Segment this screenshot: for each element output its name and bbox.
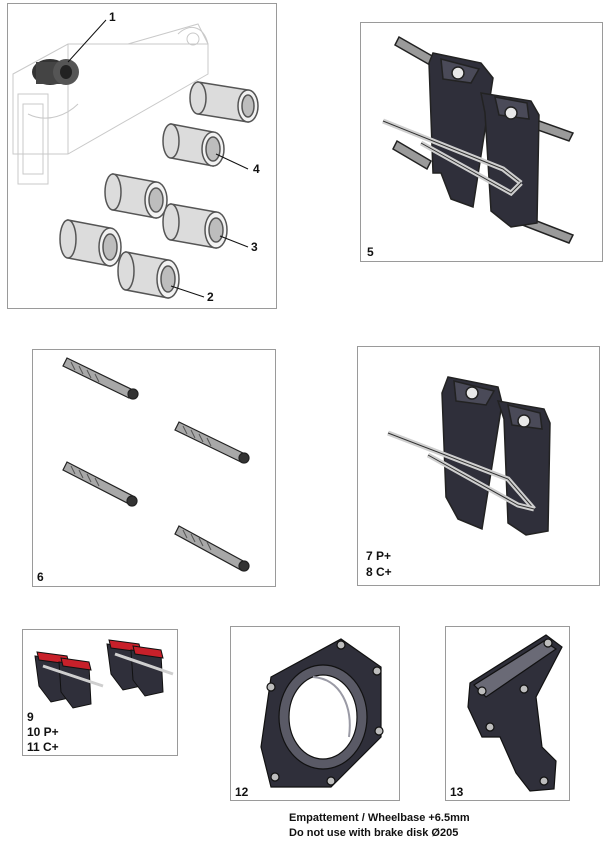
carrier-ring-illustration	[260, 638, 384, 788]
panel-7-label-line-2: 8 C+	[366, 565, 392, 579]
footnote-disk-warning: Do not use with brake disk Ø205	[289, 827, 459, 839]
panel-carrier-12: 12	[230, 626, 400, 801]
pins-illustration	[62, 357, 250, 572]
panel-7-label-line-1: 7 P+	[366, 549, 392, 563]
panel-13-label: 13	[450, 785, 464, 799]
pads-clip-illustration	[387, 376, 551, 536]
panel-red-pads-9-11: 9 10 P+ 11 C+	[22, 629, 178, 756]
pad-assembly-illustration	[382, 35, 575, 244]
bracket-illustration	[467, 634, 563, 792]
panel-pins-6: 6	[32, 349, 276, 587]
callout-1: 1	[109, 10, 116, 24]
bushings-illustration	[12, 19, 259, 299]
panel-bracket-13: 13	[445, 626, 570, 801]
panel-9-label-line-1: 9	[27, 710, 34, 724]
panel-5-label: 5	[367, 245, 374, 259]
pin-d-icon	[174, 525, 250, 572]
pin-a-icon	[62, 357, 139, 400]
callout-4: 4	[253, 162, 260, 176]
footnote-wheelbase: Empattement / Wheelbase +6.5mm	[289, 812, 470, 824]
bushing-1-icon	[32, 59, 79, 85]
panel-pads-7-8: 7 P+ 8 C+	[357, 346, 600, 586]
callout-2: 2	[207, 290, 214, 304]
panel-bushings: 1 4 3 2	[7, 3, 277, 309]
red-pads-illustration	[34, 639, 174, 709]
callout-3: 3	[251, 240, 258, 254]
panel-pad-assembly-5: 5	[360, 22, 603, 262]
panel-12-label: 12	[235, 785, 249, 799]
pin-c-icon	[62, 461, 138, 507]
panel-6-label: 6	[37, 570, 44, 584]
panel-9-label-line-2: 10 P+	[27, 725, 59, 739]
panel-9-label-line-3: 11 C+	[27, 740, 59, 754]
pin-b-icon	[174, 421, 250, 464]
